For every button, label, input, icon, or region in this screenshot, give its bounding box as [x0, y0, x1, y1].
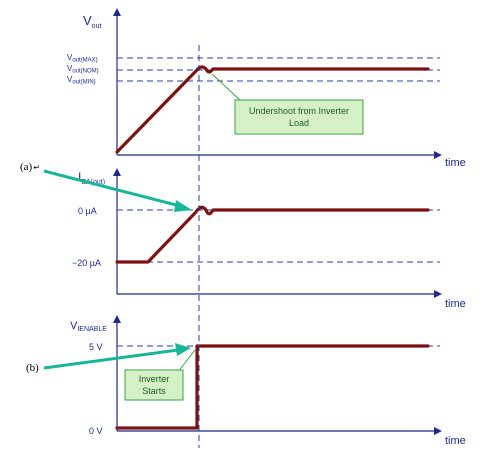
- panel-vout: Vout Vout(MAX) Vout(NOM) Vout(MIN) Under…: [67, 8, 466, 169]
- inverter-starts-line2: Starts: [142, 386, 166, 396]
- vienable-y-arrow: [113, 315, 121, 323]
- panel-iea: IEA(out) 0 µA −20 µA time: [72, 168, 466, 310]
- vout-nom-label: Vout(NOM): [67, 64, 99, 75]
- vienable-time-label: time: [445, 435, 466, 447]
- vout-min-label: Vout(MIN): [67, 75, 96, 86]
- vout-time-label: time: [445, 157, 466, 169]
- inverter-starts-line1: Inverter: [139, 374, 170, 384]
- vienable-5v-label: 5 V: [89, 342, 103, 352]
- vienable-0v-label: 0 V: [89, 426, 103, 436]
- vout-waveform: [115, 65, 430, 154]
- iea-time-label: time: [445, 298, 466, 310]
- inverter-starts-pointer: [177, 349, 196, 373]
- vout-x-arrow: [434, 151, 442, 159]
- vienable-waveform: [115, 344, 430, 430]
- annotation-b: (b): [26, 343, 191, 374]
- undershoot-callout: [234, 99, 364, 135]
- vout-max-label: Vout(MAX): [67, 53, 98, 64]
- undershoot-callout-line2: Load: [289, 118, 309, 128]
- vienable-axis-label: VIENABLE: [70, 320, 107, 333]
- undershoot-callout-line1: Undershoot from Inverter: [249, 106, 349, 116]
- panel-vienable: VIENABLE 5 V 0 V Inverter Starts time: [70, 315, 466, 447]
- iea-x-arrow: [434, 290, 442, 298]
- marker-b-label: (b): [26, 362, 39, 374]
- arrow-a: [43, 169, 181, 208]
- marker-a-label: (a)↵: [20, 161, 40, 173]
- iea-zero-label: 0 µA: [78, 206, 97, 216]
- iea-neg20-label: −20 µA: [72, 258, 101, 268]
- vout-y-arrow: [113, 8, 121, 16]
- inverter-starts-callout: [124, 369, 184, 401]
- arrow-b: [43, 348, 179, 370]
- annotation-a: (a)↵: [20, 161, 192, 212]
- vout-axis-label: Vout: [83, 13, 101, 30]
- iea-waveform: [115, 205, 430, 264]
- vienable-x-arrow: [434, 427, 442, 435]
- arrow-b-head: [175, 343, 191, 356]
- arrow-a-head: [174, 200, 192, 212]
- undershoot-callout-pointer: [211, 73, 243, 103]
- iea-y-arrow: [113, 168, 121, 176]
